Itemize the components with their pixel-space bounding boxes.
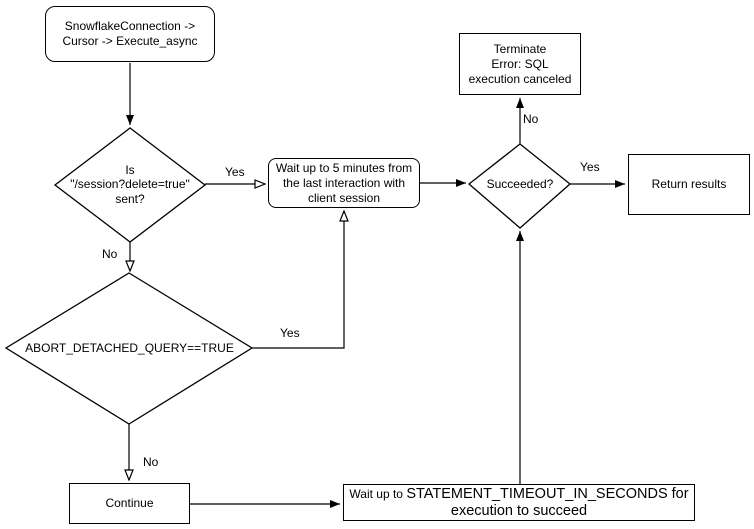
node-continue: Continue bbox=[69, 483, 190, 524]
node-return-results-label: Return results bbox=[651, 177, 727, 191]
node-continue-label: Continue bbox=[105, 496, 154, 510]
node-start-label: SnowflakeConnection -> Cursor -> Execute… bbox=[62, 19, 198, 48]
node-wait-statement-timeout-label: Wait up to STATEMENT_TIMEOUT_IN_SECONDS … bbox=[344, 486, 694, 519]
decision-succeeded-label: Succeeded? bbox=[486, 177, 554, 191]
node-start: SnowflakeConnection -> Cursor -> Execute… bbox=[45, 6, 215, 62]
decision-session-delete-shape bbox=[53, 127, 207, 243]
node-wait-statement-timeout: Wait up to STATEMENT_TIMEOUT_IN_SECONDS … bbox=[343, 484, 695, 521]
node-terminate-label: Terminate Error: SQL execution canceled bbox=[468, 41, 572, 86]
edge-label-succeeded-no: No bbox=[522, 112, 540, 127]
node-wait-5-minutes: Wait up to 5 minutes from the last inter… bbox=[268, 158, 420, 208]
timeout-label-prefix: Wait up to bbox=[349, 486, 407, 501]
node-wait-5-minutes-label: Wait up to 5 minutes from the last inter… bbox=[275, 160, 413, 205]
decision-abort-detached-query-label: ABORT_DETACHED_QUERY==TRUE bbox=[25, 341, 234, 355]
decision-succeeded-shape bbox=[467, 143, 572, 229]
edge-label-session-yes: Yes bbox=[224, 165, 246, 180]
decision-abort-detached-query-shape bbox=[4, 272, 254, 425]
edge-label-abort-no: No bbox=[142, 455, 160, 470]
node-return-results: Return results bbox=[628, 154, 750, 215]
edge-label-succeeded-yes: Yes bbox=[579, 160, 601, 175]
node-terminate: Terminate Error: SQL execution canceled bbox=[459, 33, 581, 95]
edge-abort-yes-to-wait bbox=[252, 211, 344, 349]
decision-session-delete-label: Is "/session?delete=true" sent? bbox=[70, 163, 190, 206]
edge-label-abort-yes: Yes bbox=[279, 326, 301, 341]
timeout-label-main: STATEMENT_TIMEOUT_IN_SECONDS for executi… bbox=[406, 485, 689, 519]
edge-label-session-no: No bbox=[101, 247, 119, 262]
